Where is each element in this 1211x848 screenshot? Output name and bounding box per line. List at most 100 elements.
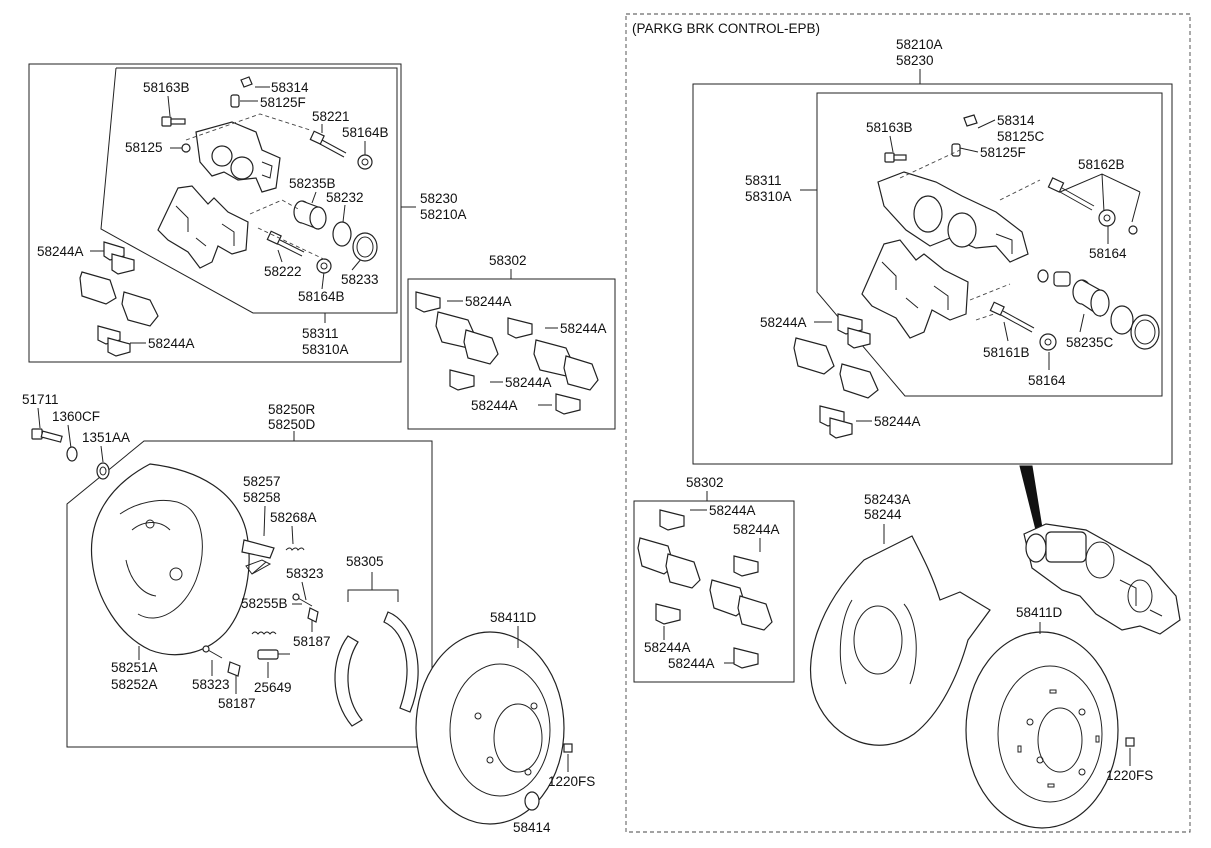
right-dust-cover [809, 535, 991, 746]
dust-cover-label-2: 58244 [864, 507, 902, 522]
dust-cover-label-1: 58243A [864, 492, 911, 507]
left-kit-part-3: 58244A [505, 375, 552, 390]
left-lever-58257 [241, 539, 275, 575]
r-label-58162B: 58162B [1078, 157, 1125, 172]
right-pad-set [793, 313, 879, 439]
label-58258: 58258 [243, 490, 281, 505]
r-label-58244A-top: 58244A [760, 315, 807, 330]
r-label-58125C: 58125C [997, 129, 1045, 144]
r-label-58164-bot: 58164 [1028, 373, 1066, 388]
right-seal-2 [1130, 314, 1160, 350]
left-brake-shoe-1 [334, 635, 363, 727]
left-screw-1220FS [563, 743, 573, 753]
left-ring-1351AA [96, 462, 110, 480]
right-kit-part-3: 58244A [644, 640, 691, 655]
left-adjuster-58255B [251, 631, 277, 635]
right-pad-kit-box [633, 500, 795, 683]
label-58222: 58222 [264, 264, 302, 279]
right-sub-label-2: 58310A [745, 189, 792, 204]
left-disc-screw-label: 1220FS [548, 774, 595, 789]
r-label-58161B: 58161B [983, 345, 1030, 360]
label-58187-bot: 58187 [218, 696, 256, 711]
backing-label-2: 58250D [268, 417, 316, 432]
left-pad-kit: 58302 58244A 58244A 58244A 58244A [407, 253, 616, 430]
label-58233: 58233 [341, 272, 379, 287]
right-kit-part-1: 58244A [709, 503, 756, 518]
label-25649: 25649 [254, 680, 292, 695]
right-boot-58314 [963, 114, 978, 127]
r-label-58244A-bot: 58244A [874, 414, 921, 429]
right-pin-58162B [1047, 177, 1095, 211]
right-seal-1 [1110, 305, 1134, 335]
left-boot-58164B-top [357, 154, 373, 170]
label-58305: 58305 [346, 554, 384, 569]
label-58323-top: 58323 [286, 566, 324, 581]
left-kit-part-4: 58244A [471, 398, 518, 413]
right-pin-58161B [989, 301, 1035, 333]
right-bolt-58163B [884, 152, 907, 163]
right-carrier-bracket [861, 239, 969, 339]
left-washer-1360CF [66, 446, 78, 462]
left-disc-label: 58411D [490, 610, 537, 625]
r-label-58125F: 58125F [980, 145, 1026, 160]
left-pad-set [79, 241, 159, 357]
left-cap-label: 58414 [513, 820, 551, 835]
right-caliper-housing [877, 171, 1029, 263]
backing-label-1: 58250R [268, 402, 316, 417]
left-seal-58232 [332, 221, 352, 247]
label-58125: 58125 [125, 140, 163, 155]
right-disc-screw-label: 1220FS [1106, 768, 1153, 783]
label-58244A-top: 58244A [37, 244, 84, 259]
right-piston-58235C [1072, 279, 1110, 318]
epb-dashed-frame [625, 13, 1191, 833]
right-boot-58164-bot [1039, 333, 1057, 351]
right-seal-small [1037, 269, 1049, 283]
label-58163B: 58163B [143, 80, 190, 95]
left-backing-plate-group: 58250R 58250D 51711 1360CF 1351AA 58251A… [22, 392, 433, 748]
label-58125F: 58125F [260, 95, 306, 110]
left-boot-58314 [240, 76, 253, 88]
left-bleeder-58125F [230, 94, 240, 108]
left-group-label-2: 58210A [420, 207, 467, 222]
right-adapter [1053, 271, 1071, 287]
left-bolt-51711 [31, 428, 63, 443]
label-58221: 58221 [312, 109, 350, 124]
right-boot-58164-top [1098, 209, 1116, 227]
label-58323-bot: 58323 [192, 677, 230, 692]
left-kit-part-1: 58244A [465, 294, 512, 309]
r-label-58163B: 58163B [866, 120, 913, 135]
left-clip-58187-bot [227, 661, 241, 677]
left-carrier-bracket [157, 185, 249, 269]
label-58244A-bot: 58244A [148, 336, 195, 351]
epb-section-title: (PARKG BRK CONTROL-EPB) [632, 21, 820, 36]
label-58164B-top: 58164B [342, 125, 389, 140]
right-bleeder-58125F [951, 143, 961, 157]
left-sub-label-2: 58310A [302, 342, 349, 357]
plate-label-2: 58252A [111, 677, 158, 692]
left-seal-58233 [352, 232, 378, 262]
left-cap-58125 [181, 143, 191, 153]
r-label-58164-top: 58164 [1089, 246, 1127, 261]
label-58164B-bot: 58164B [298, 289, 345, 304]
left-backing-plate-box [66, 440, 433, 748]
right-kit-part-4: 58244A [668, 656, 715, 671]
r-label-58314: 58314 [997, 113, 1035, 128]
right-group-label-2: 58230 [896, 53, 934, 68]
right-brake-disc [965, 631, 1119, 829]
r-label-58235C: 58235C [1066, 335, 1114, 350]
left-caliper-group: 58230 58210A 58311 58310A 58163B 58314 5… [28, 63, 467, 363]
label-1351AA: 1351AA [82, 430, 130, 445]
label-58235B: 58235B [289, 176, 336, 191]
right-caliper-outer-box [692, 83, 1173, 465]
plate-label-1: 58251A [111, 660, 158, 675]
left-pin-58221 [309, 130, 347, 158]
left-kit-label: 58302 [489, 253, 527, 268]
right-disc-label: 58411D [1016, 605, 1063, 620]
right-epb-section: (PARKG BRK CONTROL-EPB) 58210A 58230 583… [625, 13, 1191, 833]
right-cap-small [1128, 225, 1138, 235]
left-clip-58187-top [307, 607, 319, 623]
left-sensor-25649 [257, 649, 290, 660]
left-sub-label-1: 58311 [302, 326, 339, 341]
left-pin-58323-top [292, 593, 313, 607]
